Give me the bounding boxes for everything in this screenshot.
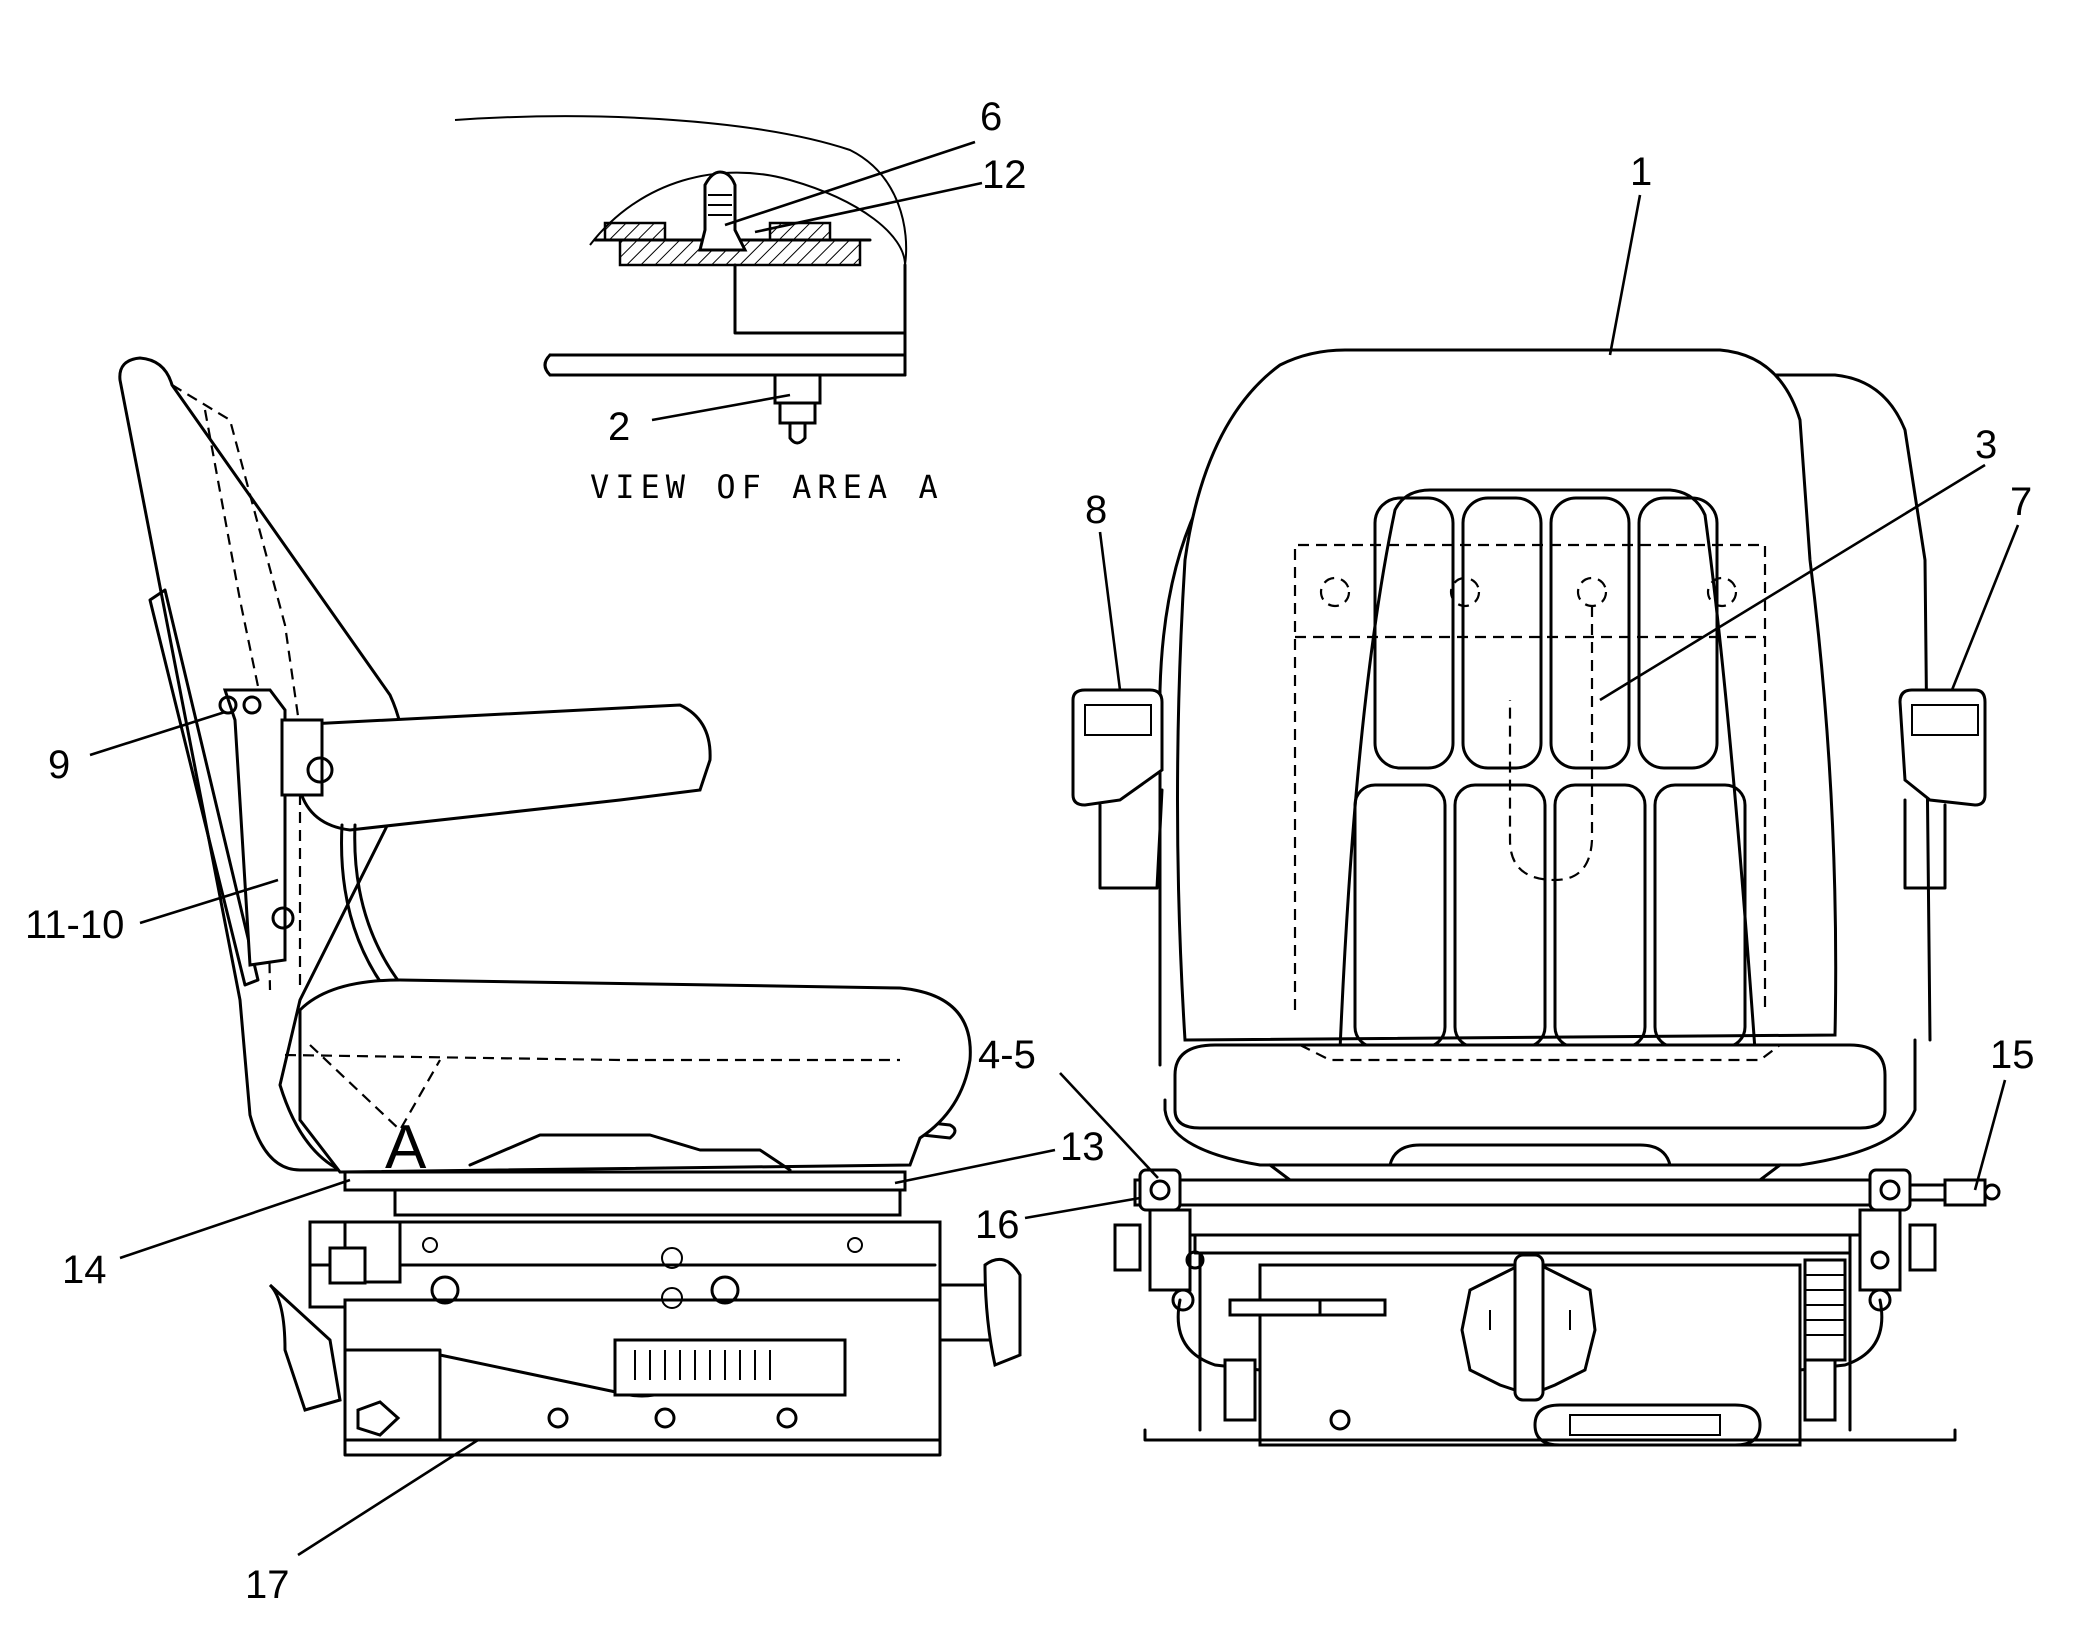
callout-4-5: 4-5: [978, 1033, 1036, 1077]
area-a-marker: A: [385, 1113, 427, 1182]
leader-lines: [89, 140, 2020, 1557]
side-view-seat: A: [118, 356, 1022, 1457]
vent-slots: [634, 1350, 771, 1380]
callout-3: 3: [1975, 423, 1997, 467]
callout-1: 1: [1630, 150, 1652, 194]
callout-9: 9: [48, 743, 70, 787]
callout-15: 15: [1990, 1033, 2035, 1077]
callout-7: 7: [2010, 480, 2032, 524]
callout-14: 14: [62, 1248, 107, 1292]
detail-view-area-a: VIEW OF AREA A: [454, 115, 944, 506]
callout-13: 13: [1060, 1125, 1105, 1169]
callout-17: 17: [245, 1563, 290, 1607]
front-view-seat: [1071, 348, 2001, 1447]
callout-16: 16: [975, 1203, 1020, 1247]
callout-11-10: 11-10: [25, 903, 124, 947]
callouts: 1 2 3 4-5 6 7 8 9 11-10 12 13 14 15 16 1…: [25, 95, 2035, 1607]
callout-6: 6: [980, 95, 1002, 139]
callout-8: 8: [1085, 488, 1107, 532]
view-caption: VIEW OF AREA A: [590, 468, 944, 506]
callout-2: 2: [608, 405, 630, 449]
callout-12: 12: [982, 153, 1027, 197]
